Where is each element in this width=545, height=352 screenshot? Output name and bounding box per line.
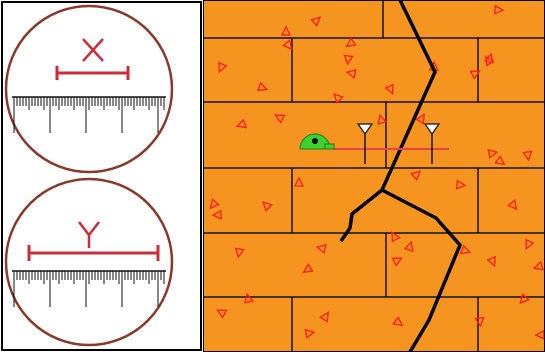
triangle-grain-icon bbox=[209, 198, 220, 210]
triangle-reflector-icon bbox=[356, 123, 374, 164]
triangle-grain-icon bbox=[493, 4, 505, 15]
lens-circle-x bbox=[4, 4, 174, 174]
triangle-grain-icon bbox=[319, 311, 330, 323]
triangle-grain-icon bbox=[345, 37, 357, 48]
triangle-grain-icon bbox=[534, 329, 545, 340]
triangle-grain-icon bbox=[304, 328, 316, 339]
lens-panel: X Y bbox=[0, 0, 203, 352]
triangle-grain-icon bbox=[483, 52, 494, 64]
triangle-grain-icon bbox=[343, 54, 354, 66]
y-mark-stroke-2 bbox=[88, 221, 100, 236]
lens-view-x: X bbox=[4, 4, 174, 174]
x-scale bbox=[12, 96, 166, 133]
triangle-grain-icon bbox=[410, 170, 422, 181]
triangle-grain-icon bbox=[234, 247, 245, 259]
wall-panel bbox=[203, 0, 545, 352]
triangle-grain-icon bbox=[469, 70, 481, 80]
triangle-grain-icon bbox=[494, 155, 506, 166]
triangle-grain-icon bbox=[211, 209, 222, 220]
y-scale bbox=[12, 270, 166, 307]
x-mark-stroke-2 bbox=[82, 38, 104, 62]
triangle-grain-icon bbox=[216, 309, 228, 319]
triangle-grain-icon bbox=[487, 148, 499, 159]
triangle-grain-icon bbox=[256, 81, 269, 92]
lens-panel-svg: X Y bbox=[1, 1, 202, 351]
triangle-grain-icon bbox=[274, 114, 286, 124]
triangle-grain-icon bbox=[282, 39, 293, 51]
triangle-grain-icon bbox=[235, 118, 248, 129]
triangle-grain-icon bbox=[377, 113, 388, 125]
horizontal-joints bbox=[203, 37, 545, 298]
triangle-grain-icon bbox=[302, 263, 314, 274]
triangle-grain-icon bbox=[403, 240, 414, 252]
triangle-grain-icon bbox=[310, 16, 322, 27]
triangle-reflector-icon bbox=[423, 123, 441, 164]
triangle-grain-icon bbox=[345, 68, 357, 79]
wall-background bbox=[203, 0, 545, 352]
triangle-grain-icon bbox=[261, 201, 273, 212]
triangle-grain-icon bbox=[519, 293, 530, 305]
triangle-grain-icon bbox=[525, 238, 535, 251]
wall-panel-svg bbox=[203, 0, 545, 352]
triangle-grain-icon bbox=[474, 316, 485, 328]
triangle-grain-icon bbox=[293, 176, 305, 187]
triangle-grain-icon bbox=[486, 255, 496, 268]
total-station-icon bbox=[299, 133, 335, 150]
triangle-grain-icon bbox=[532, 260, 545, 271]
triangle-grain-icon bbox=[455, 179, 467, 190]
triangle-grain-icon bbox=[218, 61, 228, 74]
crack-lower-branch bbox=[381, 188, 462, 352]
triangle-grain-icon bbox=[507, 199, 518, 211]
triangle-grain-icon bbox=[333, 93, 344, 104]
y-mark-stroke-1 bbox=[78, 221, 90, 236]
grain-scatter bbox=[209, 4, 545, 340]
triangle-grain-icon bbox=[315, 244, 327, 255]
triangle-grain-icon bbox=[392, 316, 404, 327]
lens-view-y: Y bbox=[4, 177, 174, 347]
lens-circle-y bbox=[4, 177, 174, 347]
crack-main-branch bbox=[339, 0, 437, 242]
triangle-grain-icon bbox=[391, 257, 404, 267]
triangle-grain-icon bbox=[522, 150, 533, 162]
triangle-grain-icon bbox=[459, 244, 472, 255]
triangle-grain-icon bbox=[280, 25, 292, 36]
triangle-grain-icon bbox=[391, 231, 401, 243]
triangle-grain-icon bbox=[384, 83, 394, 96]
triangle-grain-icon bbox=[244, 292, 255, 304]
triangle-grain-icon bbox=[415, 113, 425, 125]
